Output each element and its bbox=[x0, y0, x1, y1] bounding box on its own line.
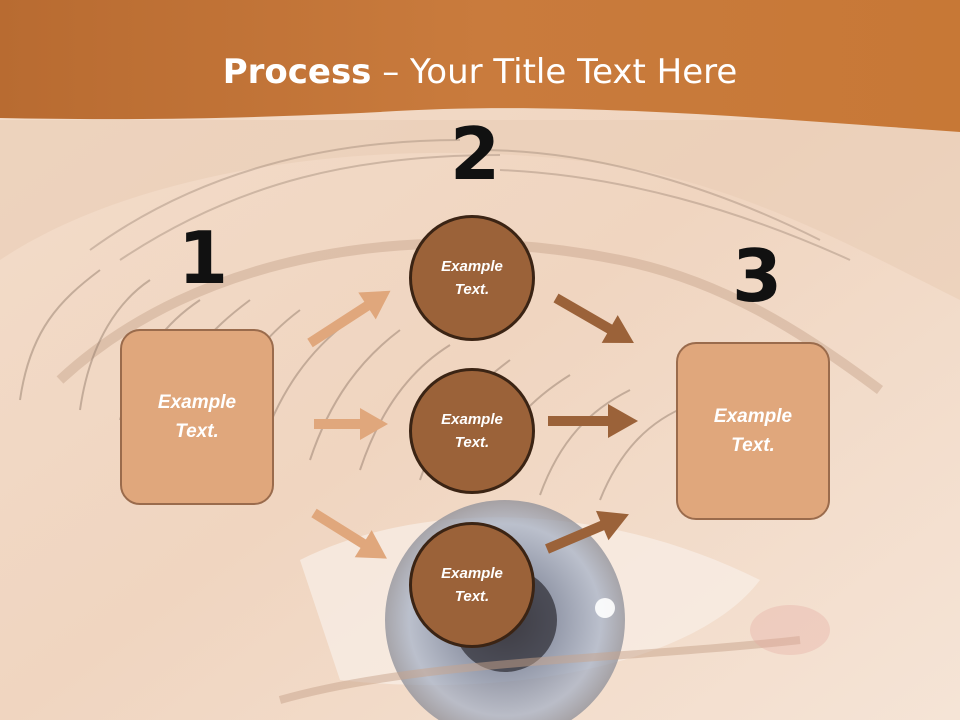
arrow-bottom-to-right bbox=[545, 510, 629, 554]
arrow-top-to-right bbox=[553, 293, 634, 343]
circle-top-text: Example Text. bbox=[441, 258, 503, 298]
circle-bottom: Example Text. bbox=[409, 522, 535, 648]
left-box-text: Example Text. bbox=[157, 392, 237, 442]
arrow-middle-to-right bbox=[548, 404, 638, 438]
header-band bbox=[0, 0, 960, 132]
right-box-text: Example Text. bbox=[713, 406, 793, 456]
step-number-3: 3 bbox=[732, 234, 783, 318]
step-number-2: 2 bbox=[450, 112, 501, 196]
circle-top: Example Text. bbox=[409, 215, 535, 341]
arrow-left-to-bottom bbox=[311, 508, 387, 559]
slide-title: Process – Your Title Text Here bbox=[0, 52, 960, 92]
left-example-box: Example Text. bbox=[120, 329, 274, 505]
title-rest: – Your Title Text Here bbox=[371, 52, 738, 92]
title-bold: Process bbox=[222, 52, 372, 92]
right-example-box: Example Text. bbox=[676, 342, 830, 520]
circle-middle-text: Example Text. bbox=[441, 411, 503, 451]
circle-bottom-text: Example Text. bbox=[441, 565, 503, 605]
arrow-left-to-top bbox=[307, 290, 391, 348]
arrow-left-to-middle bbox=[314, 408, 388, 440]
circle-middle: Example Text. bbox=[409, 368, 535, 494]
step-number-1: 1 bbox=[178, 216, 229, 300]
